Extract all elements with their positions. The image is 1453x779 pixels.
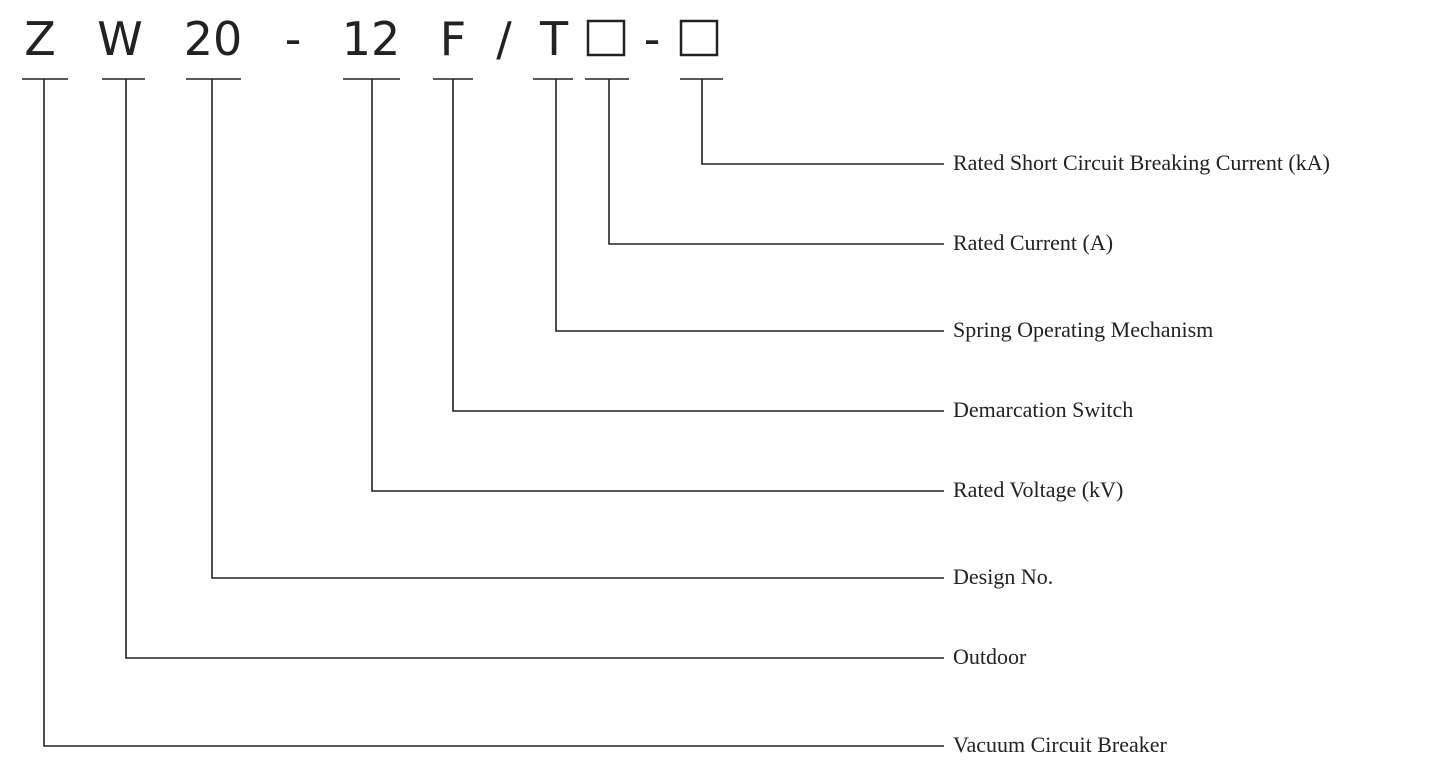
code-segment-voltage: 12 xyxy=(342,12,401,66)
current-box-placeholder-box xyxy=(586,19,626,57)
code-segment-f: F xyxy=(440,12,466,66)
leader-line-t xyxy=(555,79,944,332)
label-voltage: Rated Voltage (kV) xyxy=(953,477,1123,502)
label-current-box: Rated Current (A) xyxy=(953,230,1113,255)
label-w: Outdoor xyxy=(953,644,1027,669)
leader-line-w xyxy=(125,79,944,659)
label-design: Design No. xyxy=(953,564,1053,589)
code-segment-slash: / xyxy=(496,12,512,66)
code-segment-z: Z xyxy=(24,12,56,66)
description-labels: Rated Short Circuit Breaking Current (kA… xyxy=(953,150,1330,757)
leader-line-z xyxy=(43,79,944,747)
leader-line-voltage xyxy=(371,79,944,492)
breaking-box-placeholder-box xyxy=(679,19,719,57)
code-segment-dash1: - xyxy=(285,12,302,66)
leader-line-design xyxy=(211,79,944,579)
label-t: Spring Operating Mechanism xyxy=(953,317,1213,342)
leader-line-current-box xyxy=(608,79,944,245)
leader-lines xyxy=(43,79,944,747)
label-z: Vacuum Circuit Breaker xyxy=(953,732,1167,757)
leader-line-breaking-box xyxy=(701,79,944,165)
code-segment-design: 20 xyxy=(184,12,243,66)
code-segment-w: W xyxy=(97,12,142,66)
label-f: Demarcation Switch xyxy=(953,397,1133,422)
leader-line-f xyxy=(452,79,944,412)
code-segment-dash2: - xyxy=(644,12,661,66)
code-segment-t: T xyxy=(539,12,569,66)
label-breaking-box: Rated Short Circuit Breaking Current (kA… xyxy=(953,150,1330,175)
